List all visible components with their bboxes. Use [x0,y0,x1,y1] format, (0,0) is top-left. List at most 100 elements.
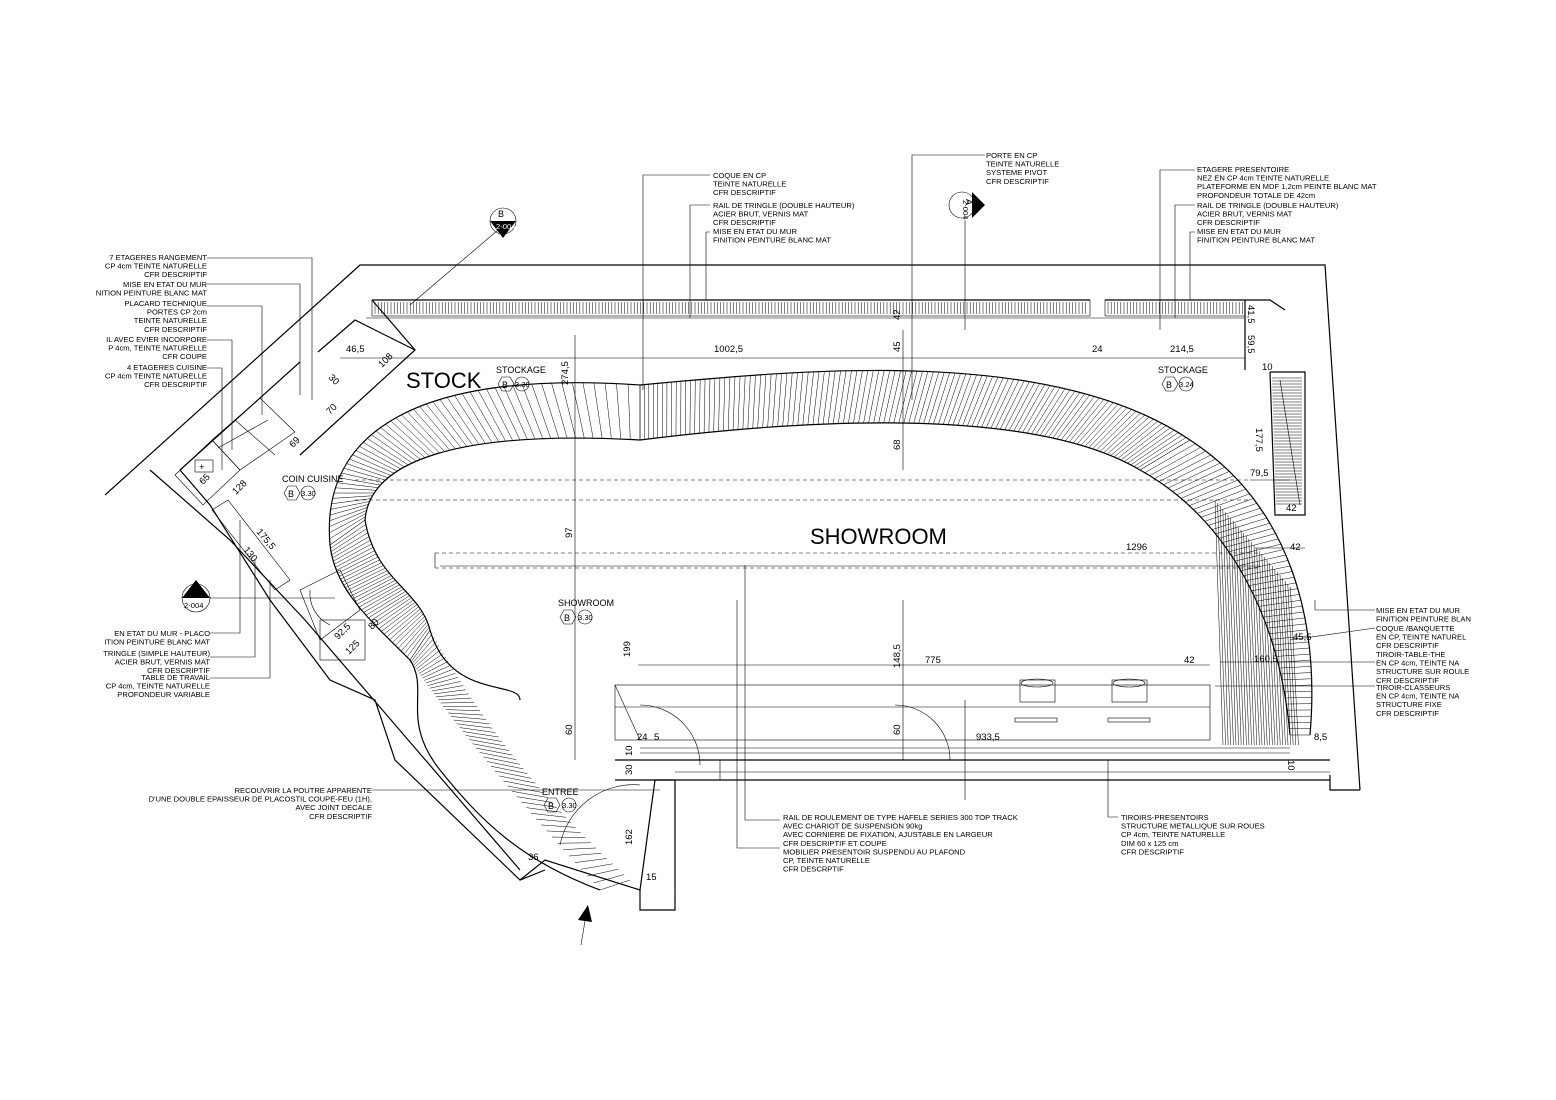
svg-text:148,5: 148,5 [892,644,903,668]
tag-entree: ENTREE B 3.30 [542,787,579,813]
shell-ribs [329,370,1312,891]
svg-text:30: 30 [326,372,341,387]
svg-text:3.30: 3.30 [301,489,316,498]
svg-text:SHOWROOM: SHOWROOM [558,598,614,608]
section-marker-b: B 2-004 [409,207,517,306]
note-rail-top: RAIL DE TRINGLE (DOUBLE HAUTEUR)ACIER BR… [713,201,855,227]
hanging-rails [355,479,1260,569]
kitchen-furniture: + [174,397,641,846]
svg-text:15: 15 [646,872,657,883]
svg-text:2-004: 2-004 [961,200,970,219]
svg-text:10: 10 [1285,760,1296,771]
svg-text:79,5: 79,5 [1250,468,1269,479]
room-labels: STOCK SHOWROOM [406,368,947,549]
svg-text:B: B [502,380,508,390]
tag-showroom: SHOWROOM B 3.30 [558,598,614,625]
svg-text:3.30: 3.30 [515,380,530,389]
svg-text:8,5: 8,5 [1314,732,1327,743]
svg-text:162: 162 [624,829,635,845]
svg-text:60: 60 [892,724,903,735]
svg-text:36: 36 [528,852,539,863]
svg-text:B: B [288,489,294,499]
svg-text:199: 199 [622,641,633,657]
svg-text:B: B [498,209,504,219]
svg-text:125: 125 [343,638,362,657]
svg-text:42: 42 [892,309,903,320]
svg-text:COIN CUISINE: COIN CUISINE [282,474,344,484]
section-marker-c: C 2-004 [181,580,335,613]
zone-tags: STOCKAGE B 3.30 STOCKAGE B 3.24 COIN CUI… [282,365,1208,813]
svg-text:274,5: 274,5 [560,361,571,385]
svg-text:46,5: 46,5 [346,344,365,355]
svg-text:30: 30 [624,764,635,775]
svg-text:3.24: 3.24 [1179,380,1194,389]
svg-text:10: 10 [1262,362,1273,373]
top-shelf-strip [366,299,1302,505]
svg-text:60: 60 [564,724,575,735]
note-rail-right: RAIL DE TRINGLE (DOUBLE HAUTEUR)ACIER BR… [1197,201,1339,227]
svg-text:ENTREE: ENTREE [542,787,579,797]
svg-text:41,5: 41,5 [1245,305,1256,324]
svg-text:45: 45 [892,341,903,352]
svg-text:130: 130 [241,545,260,564]
tag-stockage-left: STOCKAGE B 3.30 [496,365,546,392]
svg-text:STOCKAGE: STOCKAGE [1158,365,1208,375]
svg-text:69: 69 [287,435,302,450]
note-left-tringle: TRINGLE (SIMPLE HAUTEUR)ACIER BRUT, VERN… [103,649,210,675]
svg-text:42: 42 [1290,542,1301,553]
svg-text:C: C [192,588,199,598]
svg-text:3.30: 3.30 [578,613,593,622]
svg-text:+: + [199,462,205,473]
svg-text:B: B [564,613,570,623]
note-rail-roulement: RAIL DE ROULEMENT DE TYPE HAFELE SERIES … [783,813,1018,874]
svg-text:2-004: 2-004 [496,222,515,231]
display-furniture [614,678,1290,766]
svg-text:160,5: 160,5 [1254,654,1278,665]
svg-text:92,5: 92,5 [332,621,353,642]
section-marker-a: A 2-004 [948,191,985,330]
svg-text:B: B [548,801,554,811]
entry-arrow-icon [578,905,592,946]
leader-lines [207,154,1376,849]
svg-text:97: 97 [564,527,575,538]
svg-text:A: A [964,199,974,205]
svg-text:42: 42 [1184,655,1195,666]
tag-coin-cuisine: COIN CUISINE B 3.30 [282,474,344,501]
tag-stockage-right: STOCKAGE B 3.24 [1158,365,1208,392]
svg-text:24: 24 [637,732,648,743]
svg-text:65: 65 [197,472,212,487]
svg-text:128: 128 [230,478,249,497]
room-stock: STOCK [406,368,482,393]
svg-text:108: 108 [376,351,395,370]
svg-text:1296: 1296 [1126,542,1147,553]
svg-text:68: 68 [892,439,903,450]
svg-text:24: 24 [1092,344,1103,355]
dimension-lines [340,330,1305,760]
svg-text:1002,5: 1002,5 [714,344,743,355]
svg-text:10: 10 [624,745,635,756]
svg-text:B: B [1166,380,1172,390]
svg-text:933,5: 933,5 [976,732,1000,743]
svg-text:45,5: 45,5 [1293,632,1312,643]
svg-text:2-004: 2-004 [184,601,203,610]
svg-text:775: 775 [925,655,941,666]
svg-text:59,5: 59,5 [1245,335,1256,354]
